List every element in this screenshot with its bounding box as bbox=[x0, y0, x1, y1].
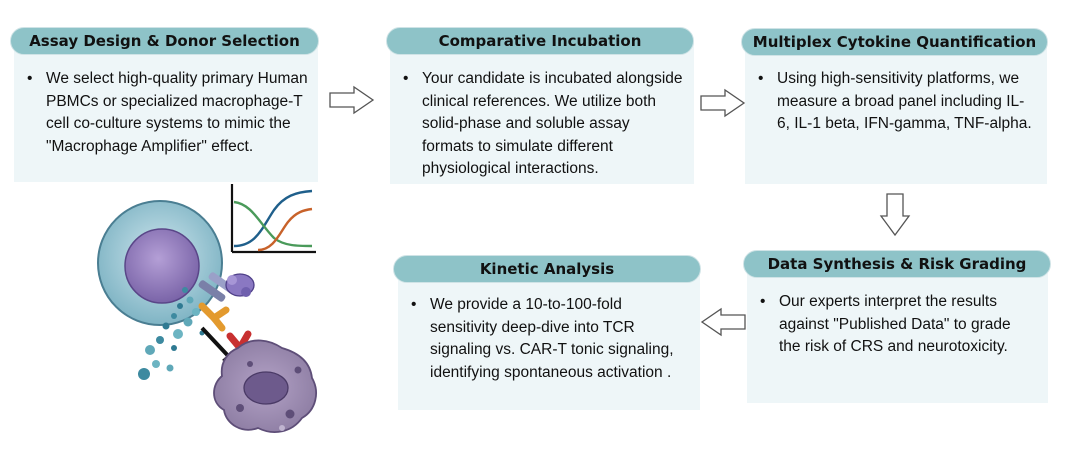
arrow-left-icon bbox=[700, 307, 746, 337]
step-1-box: We select high-quality primary Human PBM… bbox=[14, 42, 318, 182]
step-5-title: Kinetic Analysis bbox=[393, 255, 701, 283]
step-4-text: Our experts interpret the results agains… bbox=[757, 291, 1036, 359]
step-5-text: We provide a 10-to-100-fold sensitivity … bbox=[408, 294, 690, 384]
step-4-title: Data Synthesis & Risk Grading bbox=[743, 250, 1051, 278]
step-1-text: We select high-quality primary Human PBM… bbox=[24, 68, 308, 158]
step-2-title: Comparative Incubation bbox=[386, 27, 694, 55]
cell-interaction-illustration-icon bbox=[97, 200, 317, 433]
arrow-right-icon bbox=[700, 88, 746, 118]
step-2-box: Your candidate is incubated alongside cl… bbox=[390, 42, 694, 184]
arrow-right-icon bbox=[329, 85, 375, 115]
step-4-box: Our experts interpret the results agains… bbox=[747, 268, 1048, 403]
step-1-title: Assay Design & Donor Selection bbox=[10, 27, 319, 55]
step-5-box: We provide a 10-to-100-fold sensitivity … bbox=[398, 268, 700, 410]
step-3-title: Multiplex Cytokine Quantification bbox=[741, 28, 1048, 56]
step-2-text: Your candidate is incubated alongside cl… bbox=[400, 68, 684, 181]
step-3-box: Using high-sensitivity platforms, we mea… bbox=[745, 42, 1047, 184]
kinetic-curves-icon bbox=[230, 184, 316, 254]
arrow-down-icon bbox=[879, 193, 911, 237]
step-3-text: Using high-sensitivity platforms, we mea… bbox=[755, 68, 1033, 136]
